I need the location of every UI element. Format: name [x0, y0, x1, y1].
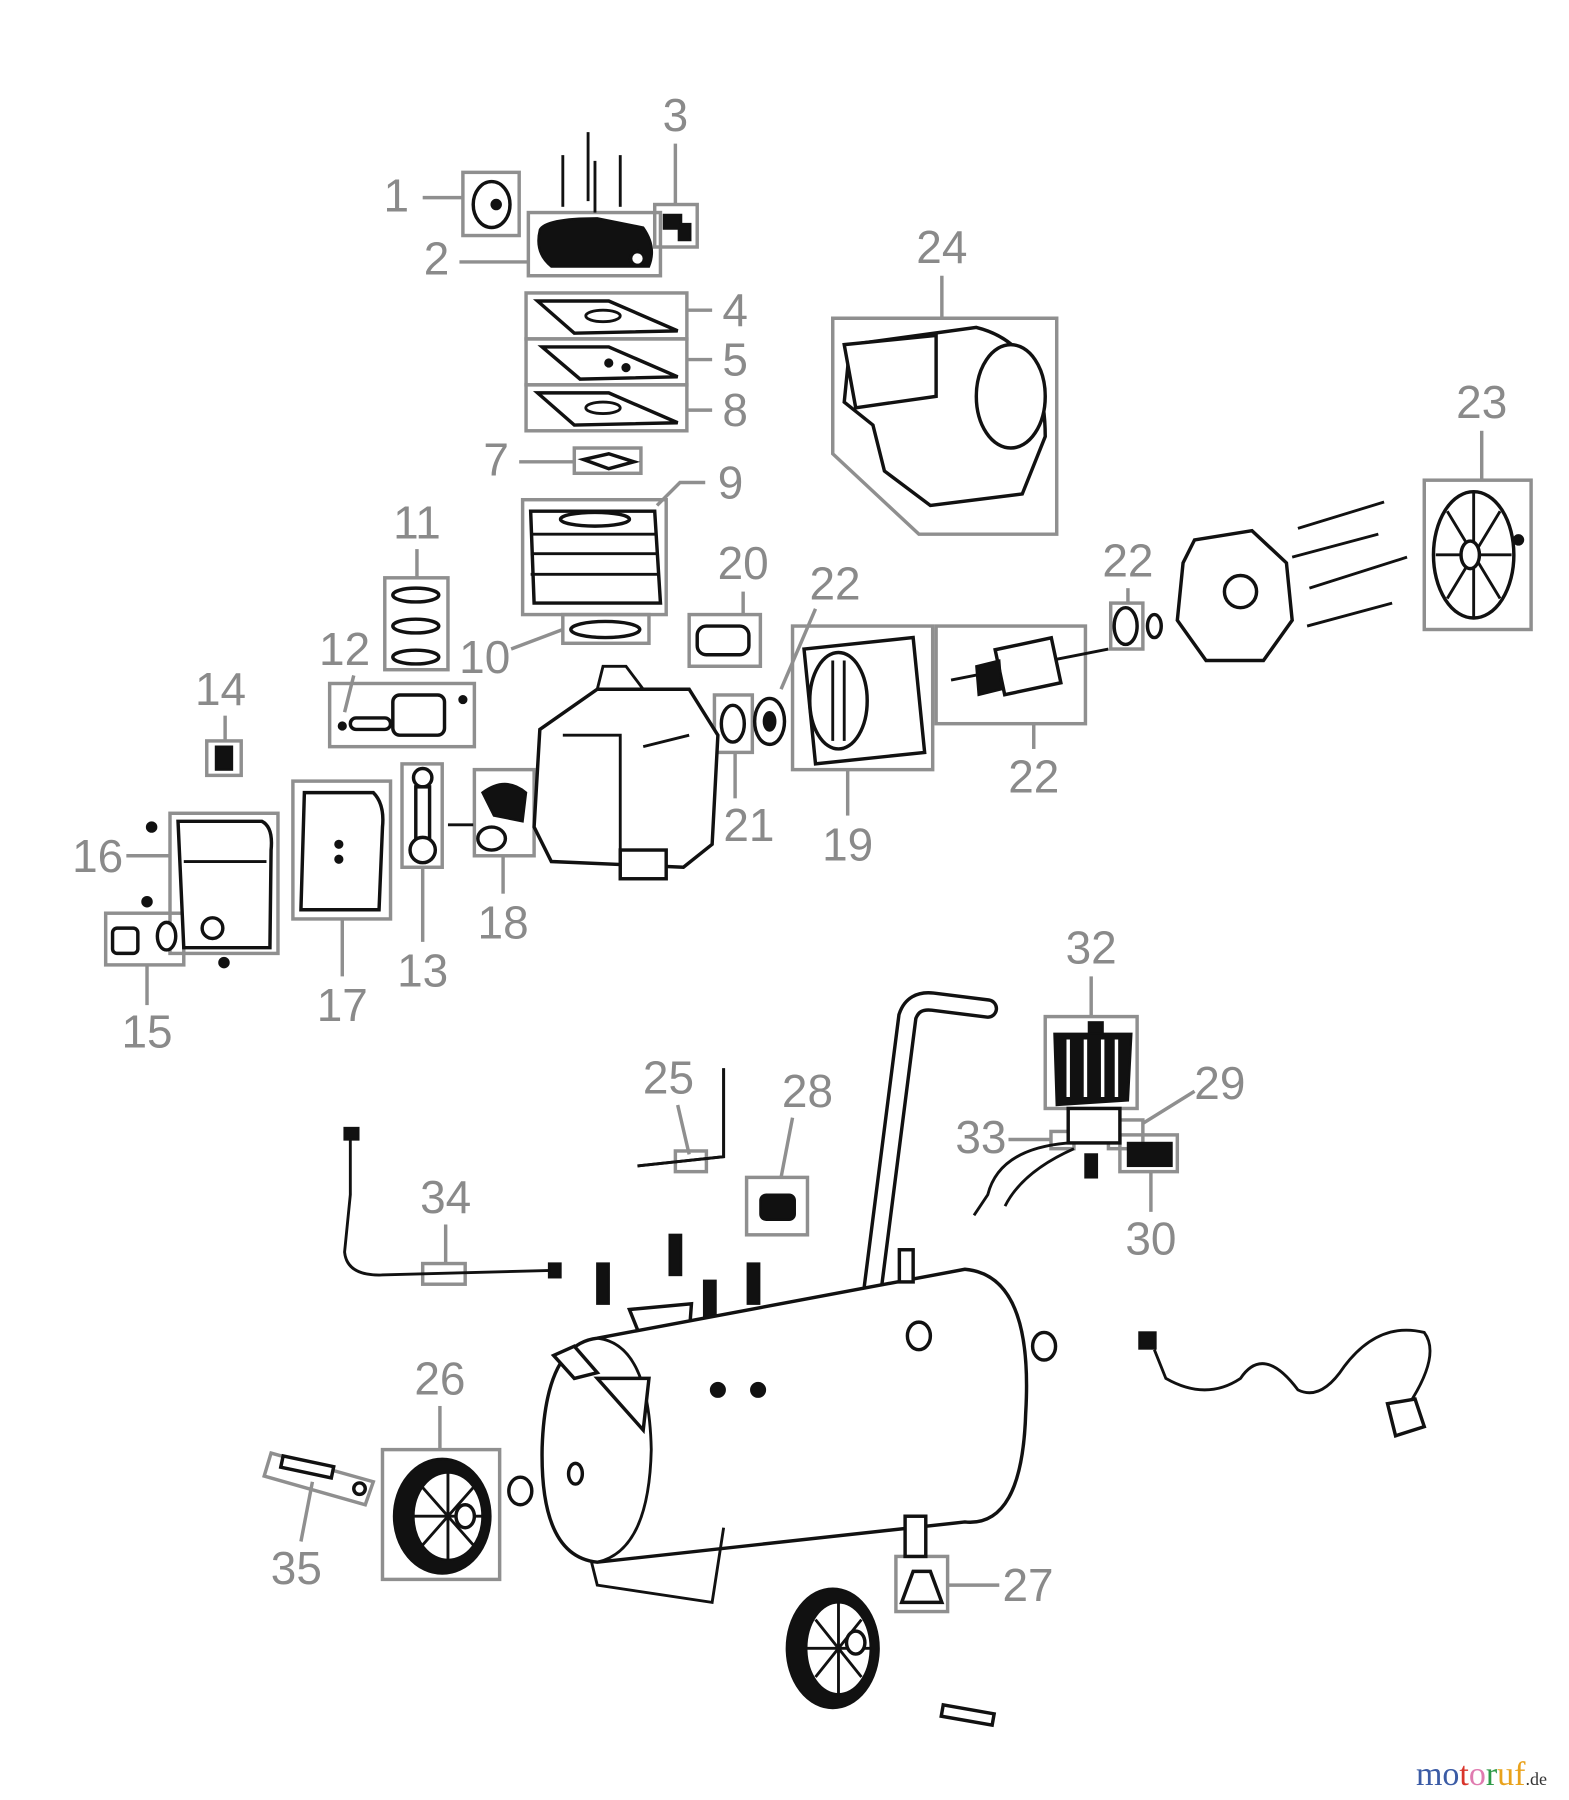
wheel: [392, 1457, 492, 1575]
label-29: 29: [1194, 1057, 1245, 1109]
crankcase-cover: [141, 819, 274, 969]
rotor: [950, 635, 1109, 697]
label-22-rear-bearing: 22: [1102, 535, 1153, 587]
check-valve: [759, 1193, 796, 1222]
watermark-letter: o: [1442, 1756, 1460, 1793]
foot-bolt: [939, 1702, 997, 1728]
label-27: 27: [1002, 1559, 1053, 1611]
label-30: 30: [1125, 1212, 1176, 1264]
label-33: 33: [955, 1111, 1006, 1163]
label-5: 5: [722, 334, 748, 386]
label-35: 35: [271, 1542, 322, 1594]
label-4: 4: [722, 284, 748, 336]
piston-rings: [391, 586, 441, 666]
label-22-rotor: 22: [1008, 751, 1059, 803]
label-14: 14: [195, 663, 246, 715]
capacitor: [695, 624, 751, 657]
part-labels: 1 2 3 4 5 8 7 9 11 10 12 14 16 15 17 13 …: [72, 89, 1507, 1611]
air-tank: [540, 1248, 1029, 1605]
motor-shroud: [842, 325, 1047, 508]
label-16: 16: [72, 830, 123, 882]
pressure-switch: [972, 1021, 1173, 1217]
pipe-end: [547, 1262, 562, 1279]
tank-plug: [1030, 1330, 1058, 1362]
label-32: 32: [1066, 922, 1117, 974]
front-bearing: [752, 696, 787, 747]
label-19: 19: [822, 818, 873, 870]
cooling-fan: [1431, 489, 1525, 620]
watermark-logo: motoruf.de: [1416, 1756, 1547, 1794]
leader-lines: [126, 143, 1484, 1587]
label-24: 24: [916, 221, 967, 273]
axle-bolt: [278, 1453, 367, 1497]
label-8: 8: [722, 384, 748, 436]
power-cord: [1138, 1328, 1432, 1439]
watermark-suffix: .de: [1525, 1769, 1548, 1789]
label-11: 11: [393, 497, 441, 549]
label-18: 18: [478, 896, 529, 948]
outlet-pipe: [343, 1137, 552, 1277]
cover-gasket: [299, 790, 385, 912]
label-3: 3: [663, 89, 689, 141]
motor-end-bell: [1175, 528, 1294, 663]
label-15: 15: [121, 1006, 172, 1058]
label-20: 20: [718, 537, 769, 589]
cylinder: [528, 509, 663, 640]
watermark-letter: f: [1514, 1756, 1526, 1793]
rubber-foot: [899, 1569, 945, 1605]
valve-plates: [532, 299, 679, 471]
rear-bearing: [1112, 605, 1163, 647]
label-34: 34: [420, 1171, 471, 1223]
label-28: 28: [782, 1065, 833, 1117]
label-1: 1: [383, 169, 409, 221]
label-17: 17: [317, 979, 368, 1031]
piston: [337, 693, 468, 737]
watermark-letter: m: [1415, 1756, 1443, 1793]
cylinder-head: [537, 132, 654, 268]
label-2: 2: [424, 233, 450, 285]
tank-handle-inner: [866, 994, 995, 1294]
drain-plug: [110, 920, 178, 956]
vent-tube: [637, 1068, 726, 1168]
wheel-rear: [785, 1587, 880, 1710]
long-bolts: [1291, 500, 1408, 628]
watermark-letter: o: [1468, 1756, 1486, 1793]
label-7: 7: [483, 434, 509, 486]
label-25: 25: [643, 1051, 694, 1103]
label-12: 12: [319, 623, 370, 675]
part-drawings: [110, 132, 1525, 1728]
valve: [214, 745, 234, 771]
connecting-rod: [408, 766, 438, 865]
label-10: 10: [459, 631, 510, 683]
label-23: 23: [1456, 376, 1507, 428]
watermark-letter: t: [1459, 1756, 1469, 1793]
air-filter: [471, 179, 512, 230]
watermark-letter: r: [1485, 1756, 1498, 1793]
label-21: 21: [723, 799, 774, 851]
label-13: 13: [397, 945, 448, 997]
washer: [719, 703, 747, 744]
label-26: 26: [414, 1352, 465, 1404]
stator: [802, 635, 927, 766]
elbow-fitting: [662, 213, 692, 242]
watermark-letter: u: [1497, 1756, 1515, 1793]
label-9: 9: [718, 456, 744, 508]
crankcase: [532, 664, 720, 881]
label-22-bearing: 22: [809, 558, 860, 610]
wheel-spacer: [507, 1475, 534, 1507]
crankshaft: [447, 782, 528, 852]
pipe-nut: [343, 1126, 360, 1141]
